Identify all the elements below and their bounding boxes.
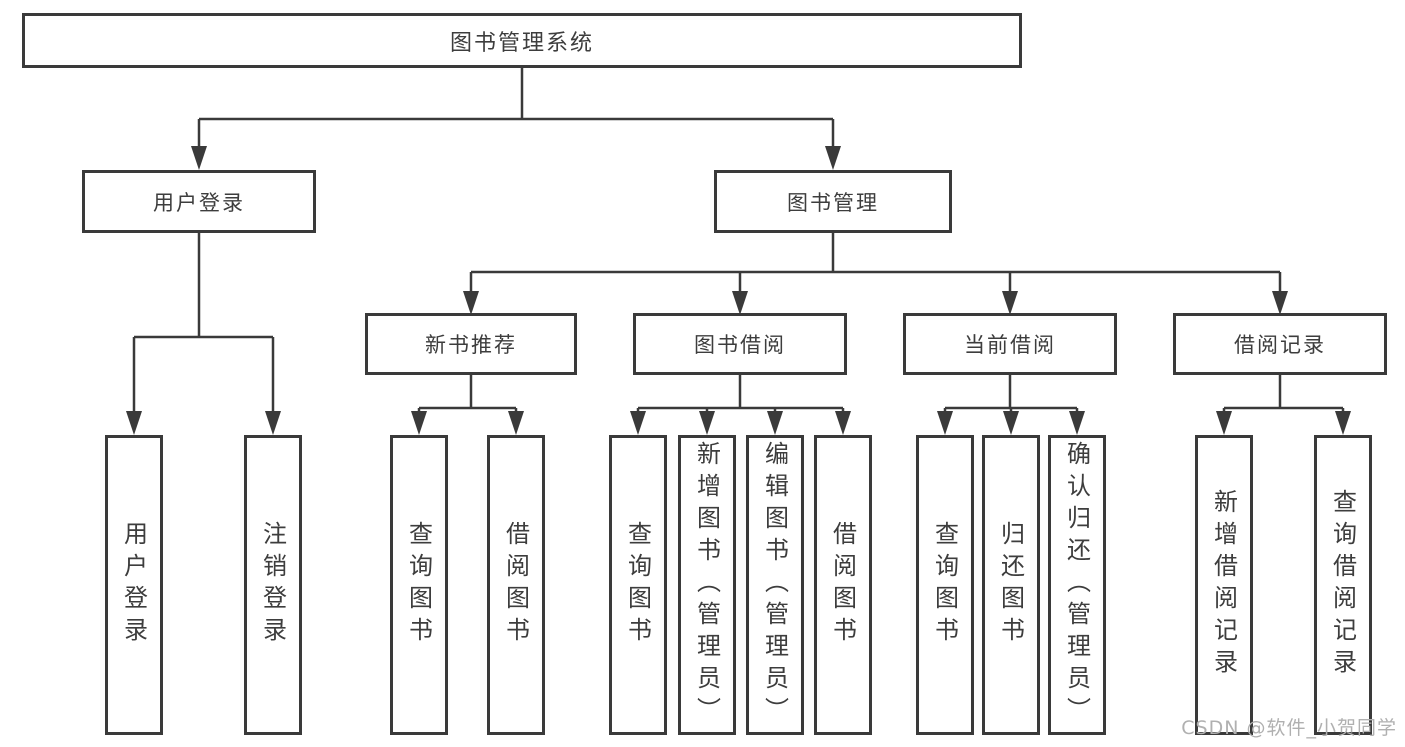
node-current-borrow: 当前借阅: [903, 313, 1117, 375]
leaf-recommend-borrow-books-label: 借阅图书: [501, 521, 530, 649]
leaf-records-add-record-label: 新增借阅记录: [1209, 489, 1238, 681]
node-book-management: 图书管理: [714, 170, 952, 233]
node-book-borrow: 图书借阅: [633, 313, 847, 375]
leaf-user-login: 用户登录: [105, 435, 163, 735]
node-library-management-system: 图书管理系统: [22, 13, 1022, 68]
leaf-current-confirm-return-admin: 确认归还（管理员）: [1048, 435, 1106, 735]
leaf-borrow-edit-books-admin: 编辑图书（管理员）: [746, 435, 804, 735]
node-borrow-records: 借阅记录: [1173, 313, 1387, 375]
leaf-borrow-query-books: 查询图书: [609, 435, 667, 735]
leaf-recommend-query-books: 查询图书: [390, 435, 448, 735]
leaf-logout: 注销登录: [244, 435, 302, 735]
leaf-borrow-borrow-books-label: 借阅图书: [828, 521, 857, 649]
leaf-current-query-books-label: 查询图书: [930, 521, 959, 649]
leaf-records-query-record-label: 查询借阅记录: [1328, 489, 1357, 681]
leaf-user-login-label: 用户登录: [119, 521, 148, 649]
leaf-borrow-edit-books-admin-label: 编辑图书（管理员）: [760, 441, 789, 729]
csdn-watermark: CSDN @软件_小贺同学: [1181, 717, 1397, 739]
leaf-borrow-query-books-label: 查询图书: [623, 521, 652, 649]
leaf-logout-label: 注销登录: [258, 521, 287, 649]
leaf-current-return-books-label: 归还图书: [996, 521, 1025, 649]
leaf-current-query-books: 查询图书: [916, 435, 974, 735]
leaf-borrow-add-books-admin: 新增图书（管理员）: [678, 435, 736, 735]
leaf-recommend-borrow-books: 借阅图书: [487, 435, 545, 735]
leaf-borrow-add-books-admin-label: 新增图书（管理员）: [692, 441, 721, 729]
leaf-records-query-record: 查询借阅记录: [1314, 435, 1372, 735]
arrowheads: [126, 146, 1351, 435]
leaf-records-add-record: 新增借阅记录: [1195, 435, 1253, 735]
leaf-current-return-books: 归还图书: [982, 435, 1040, 735]
leaf-current-confirm-return-admin-label: 确认归还（管理员）: [1062, 441, 1091, 729]
node-new-book-recommend: 新书推荐: [365, 313, 577, 375]
node-user-login: 用户登录: [82, 170, 316, 233]
leaf-borrow-borrow-books: 借阅图书: [814, 435, 872, 735]
leaf-recommend-query-books-label: 查询图书: [404, 521, 433, 649]
